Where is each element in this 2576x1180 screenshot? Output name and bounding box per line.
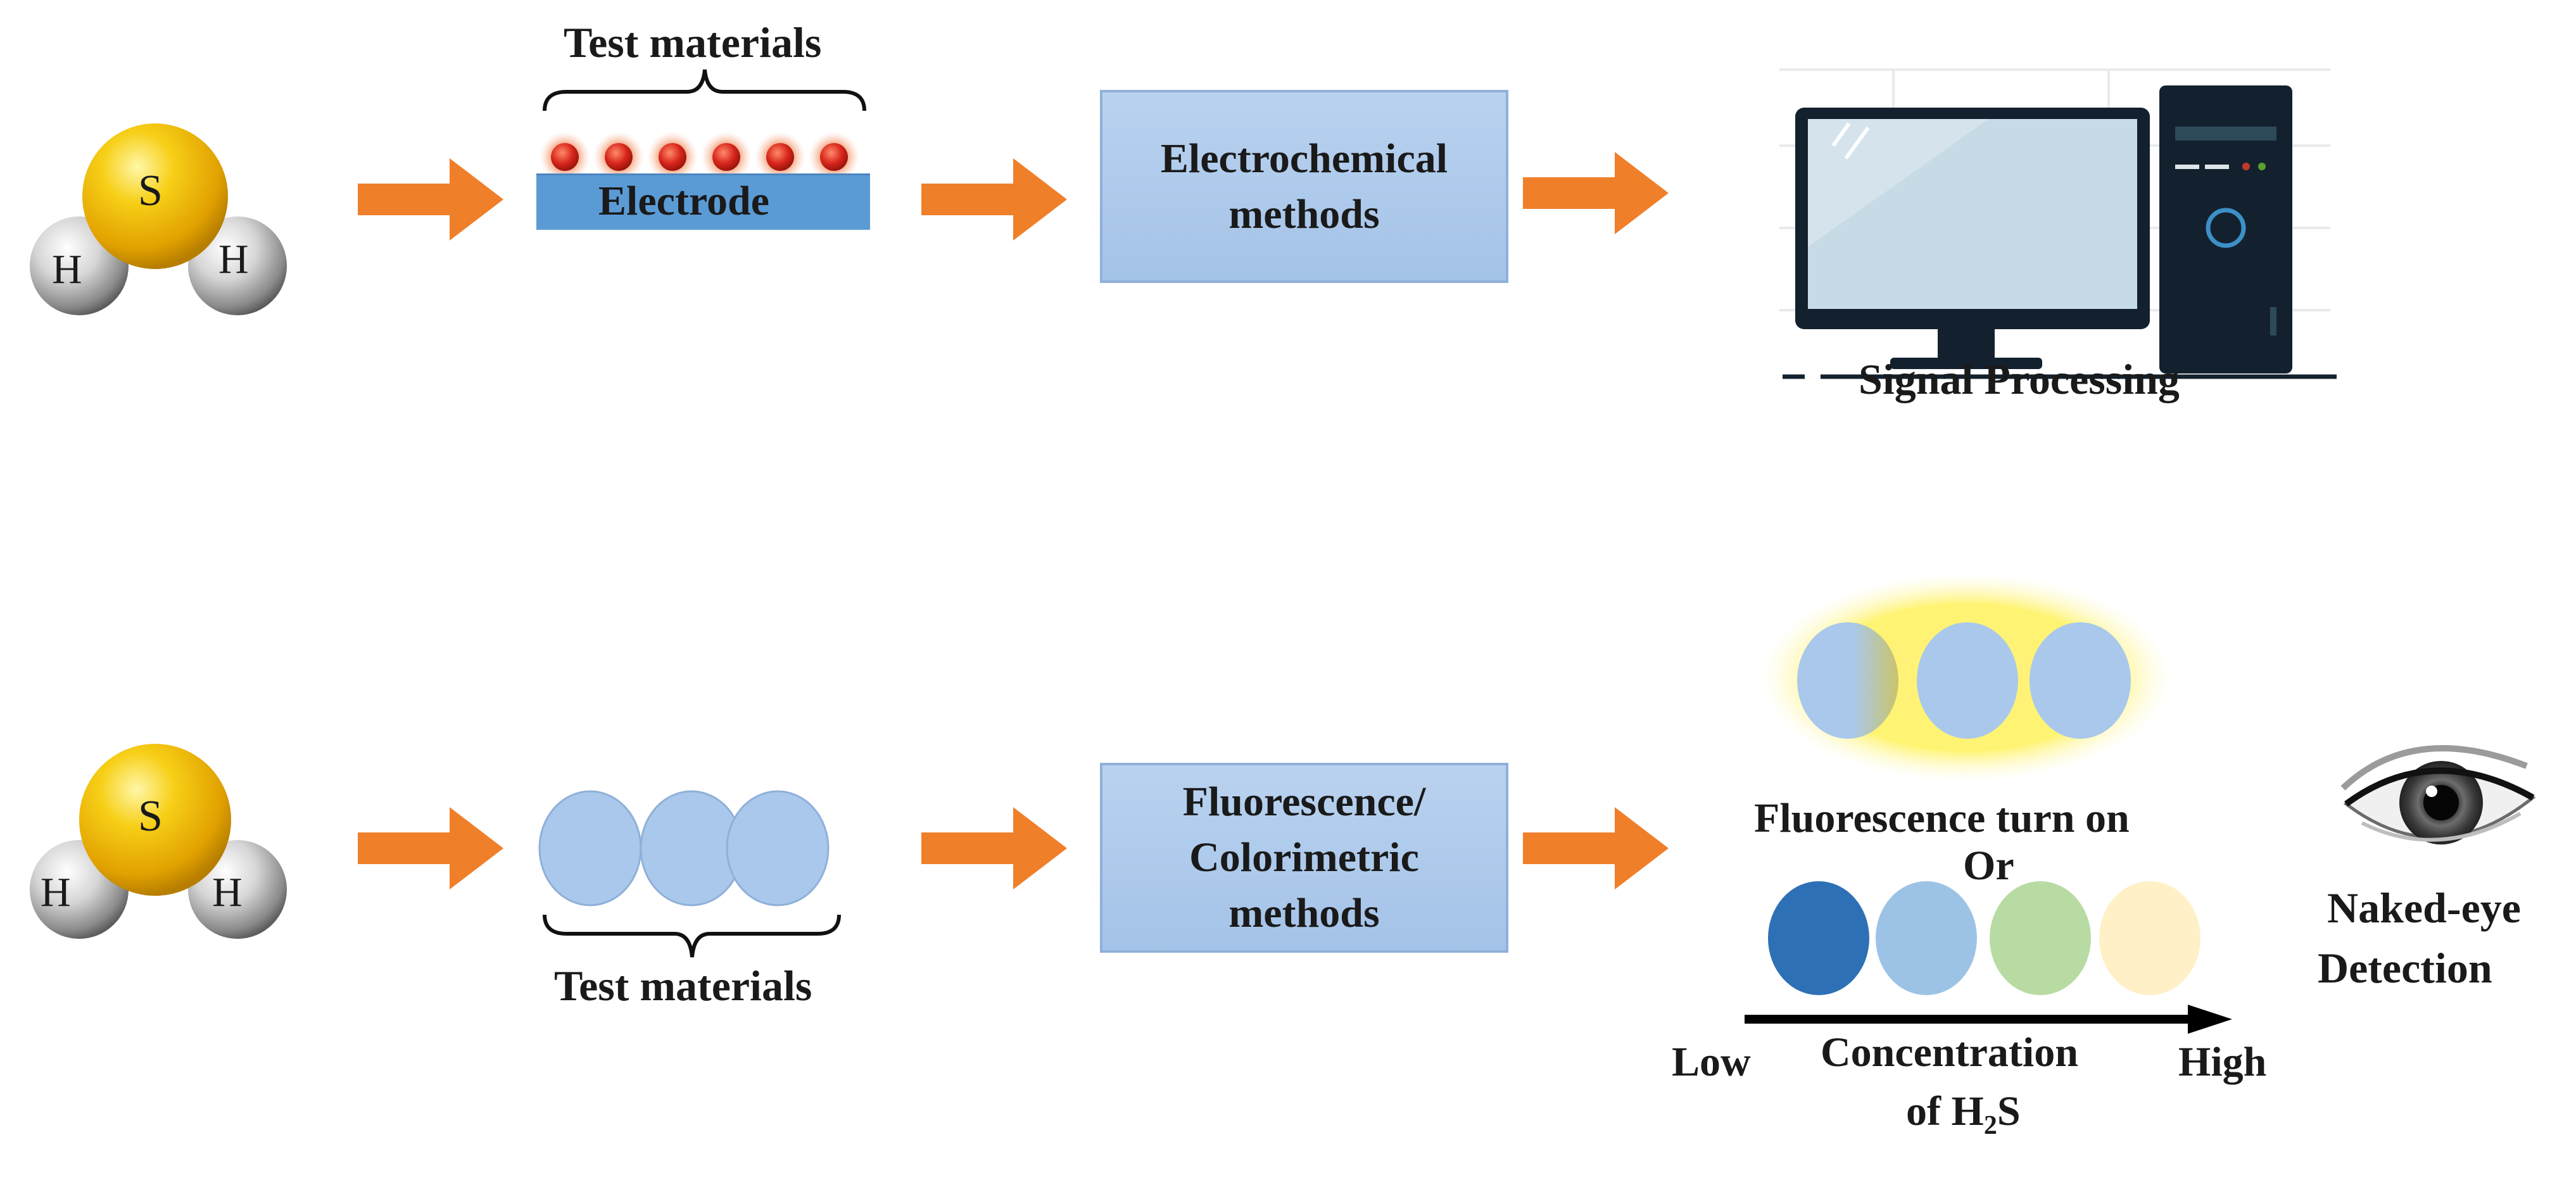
h2s-prefix: of H bbox=[1906, 1088, 1984, 1134]
high-label: High bbox=[2178, 1039, 2267, 1085]
fluorescence-glow-circles bbox=[1760, 573, 2172, 782]
sulfur-atom-label: S bbox=[138, 792, 163, 841]
h2s-suffix: S bbox=[1997, 1088, 2021, 1134]
h2s-concentration-label: of H2S bbox=[1906, 1088, 2021, 1141]
method-line: methods bbox=[1228, 890, 1380, 936]
concentration-arrow-icon bbox=[1745, 1005, 2232, 1034]
hydrogen-atom-label: H bbox=[212, 869, 243, 915]
test-materials-label: Test materials bbox=[554, 962, 812, 1010]
electrode-particles bbox=[540, 132, 859, 182]
h2s-molecule-icon bbox=[30, 744, 287, 939]
or-label: Or bbox=[1963, 843, 2014, 889]
electrochemical-methods-box: Electrochemical methods bbox=[1100, 90, 1508, 283]
electrode-label: Electrode bbox=[598, 178, 770, 224]
eye-icon bbox=[2340, 745, 2536, 844]
fluorescence-turn-on-label: Fluorescence turn on bbox=[1754, 795, 2130, 841]
method-line: Fluorescence/ bbox=[1182, 779, 1426, 825]
arrow-icon bbox=[1523, 807, 1669, 889]
hydrogen-atom-label: H bbox=[52, 246, 82, 292]
fluorescence-colorimetric-methods-box: Fluorescence/ Colorimetric methods bbox=[1100, 763, 1508, 953]
h2s-subscript: 2 bbox=[1983, 1111, 1997, 1141]
bracket-icon bbox=[543, 914, 841, 958]
arrow-icon bbox=[921, 807, 1067, 889]
bracket-icon bbox=[543, 69, 866, 111]
hydrogen-atom-label: H bbox=[41, 869, 71, 915]
test-material-circles bbox=[538, 790, 830, 907]
method-line: Colorimetric bbox=[1189, 834, 1419, 881]
sulfur-atom-label: S bbox=[138, 166, 163, 215]
h2s-molecule-icon bbox=[30, 123, 287, 315]
detection-label: Detection bbox=[2318, 944, 2492, 992]
naked-eye-label: Naked-eye bbox=[2327, 884, 2521, 932]
concentration-label: Concentration bbox=[1821, 1029, 2078, 1076]
arrow-icon bbox=[1523, 152, 1669, 234]
electrode-bar bbox=[536, 173, 870, 230]
colorimetric-swatches bbox=[1768, 881, 2200, 995]
computer-icon bbox=[1779, 68, 2337, 379]
method-line: methods bbox=[1228, 191, 1380, 237]
test-materials-label: Test materials bbox=[564, 18, 822, 66]
low-label: Low bbox=[1672, 1039, 1751, 1085]
arrow-icon bbox=[358, 158, 503, 241]
method-line: Electrochemical bbox=[1160, 135, 1448, 182]
arrow-icon bbox=[921, 158, 1067, 241]
arrow-icon bbox=[358, 807, 503, 889]
signal-processing-label: Signal Processing bbox=[1859, 355, 2180, 403]
hydrogen-atom-label: H bbox=[218, 236, 249, 282]
